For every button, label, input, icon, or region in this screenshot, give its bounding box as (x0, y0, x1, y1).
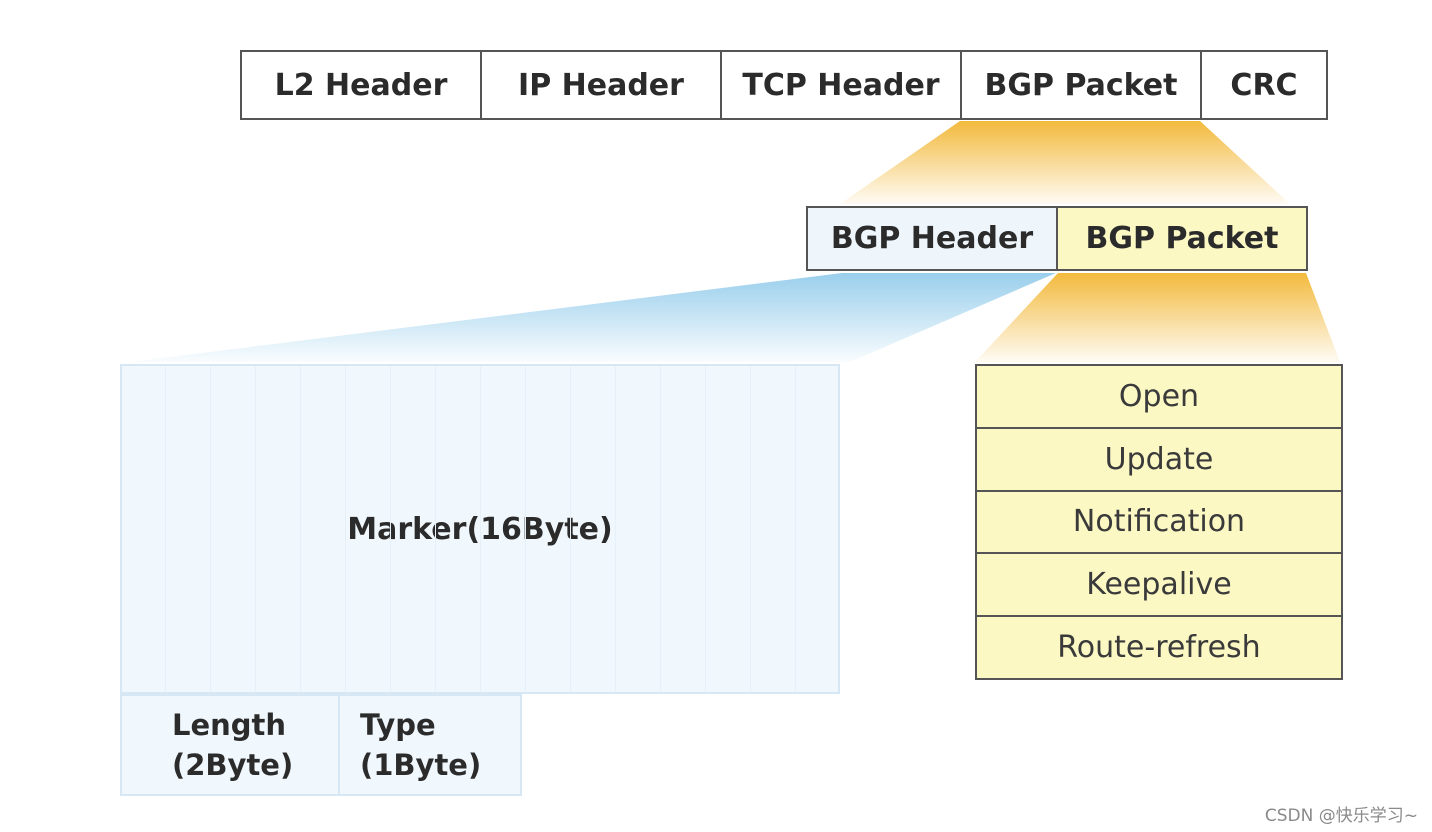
frame-cell-bgp-packet: BGP Packet (962, 52, 1202, 118)
bgp-header-cell: BGP Header (808, 208, 1058, 269)
grid-line (570, 366, 571, 692)
bgp-row: BGP Header BGP Packet (806, 206, 1308, 271)
grid-line (795, 366, 796, 692)
type-field: Type (1Byte) (338, 694, 522, 796)
grid-line (705, 366, 706, 692)
frame-cell-tcp-header: TCP Header (722, 52, 962, 118)
message-type-keepalive: Keepalive (977, 554, 1341, 618)
type-label: Type (360, 708, 436, 742)
grid-line (300, 366, 301, 692)
type-size: (1Byte) (360, 748, 482, 782)
frame-row: L2 Header IP Header TCP Header BGP Packe… (240, 50, 1328, 120)
message-type-list: Open Update Notification Keepalive Route… (975, 364, 1343, 680)
message-type-open: Open (977, 366, 1341, 429)
grid-line (435, 366, 436, 692)
bgp-header-expansion-fan (130, 273, 1056, 362)
grid-line (525, 366, 526, 692)
grid-line (390, 366, 391, 692)
frame-cell-ip-header: IP Header (482, 52, 722, 118)
grid-line (660, 366, 661, 692)
grid-line (345, 366, 346, 692)
message-type-update: Update (977, 429, 1341, 492)
bgp-body-expansion-fan (975, 273, 1340, 362)
frame-cell-l2-header: L2 Header (242, 52, 482, 118)
message-type-notification: Notification (977, 492, 1341, 555)
grid-line (615, 366, 616, 692)
length-size: (2Byte) (172, 748, 294, 782)
grid-line (255, 366, 256, 692)
grid-line (480, 366, 481, 692)
bgp-packet-cell: BGP Packet (1058, 208, 1306, 269)
bgp-packet-expansion-fan (840, 121, 1290, 204)
length-label: Length (172, 708, 287, 742)
watermark: CSDN @快乐学习~ (1264, 806, 1418, 826)
message-type-route-refresh: Route-refresh (1057, 630, 1261, 666)
grid-line (210, 366, 211, 692)
grid-line (165, 366, 166, 692)
length-field: Length (2Byte) (120, 694, 340, 796)
grid-line (750, 366, 751, 692)
frame-cell-crc: CRC (1230, 67, 1298, 103)
